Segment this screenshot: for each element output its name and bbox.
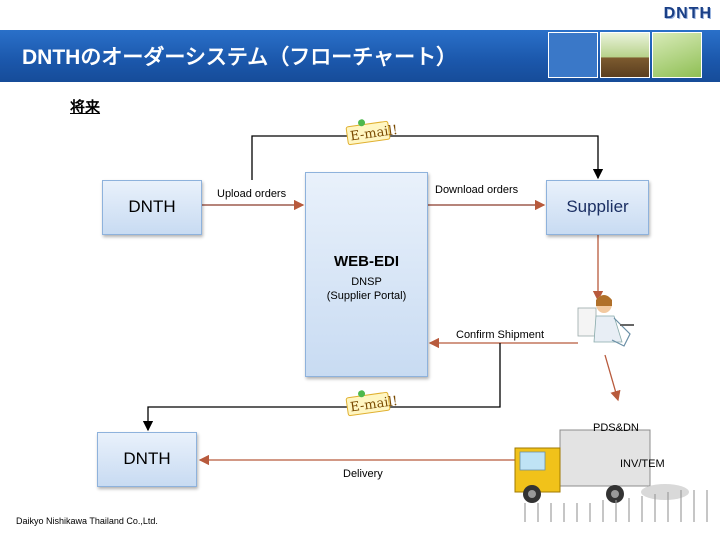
section-label: 将来 [70, 99, 101, 116]
webedi-node: WEB-EDI DNSP (Supplier Portal) [305, 172, 428, 377]
email-notify-arrow-bottom [142, 343, 501, 432]
invtem-label: INV/TEM [620, 458, 665, 470]
dnth-node-top: DNTH [102, 180, 202, 235]
header-image-blue [548, 32, 598, 78]
webedi-subtitle-line2: (Supplier Portal) [326, 290, 407, 302]
header-image-sprout [600, 32, 650, 78]
email-badge-text: E-mail! [349, 394, 398, 415]
dnth-node-label: DNTH [123, 449, 171, 468]
download-orders-label: Download orders [435, 184, 519, 196]
email-badge-text: E-mail! [349, 123, 398, 144]
webedi-title: WEB-EDI [334, 253, 399, 270]
supplier-node-label: Supplier [566, 197, 629, 216]
dnth-node-bottom: DNTH [97, 432, 197, 487]
supplier-node: Supplier [546, 180, 649, 235]
slide-title: DNTHのオーダーシステム（フローチャート） [22, 46, 458, 69]
email-notify-arrow-top [251, 135, 604, 180]
brand-logo: DNTH [663, 5, 712, 22]
delivery-truck-icon [514, 429, 689, 503]
person-at-computer-icon [577, 295, 634, 347]
dnth-node-label: DNTH [128, 197, 176, 216]
email-badge-icon: E-mail! [345, 119, 399, 146]
confirm-shipment-label: Confirm Shipment [456, 329, 545, 341]
footer-company-name: Daikyo Nishikawa Thailand Co.,Ltd. [16, 516, 158, 526]
header-image-leaves [652, 32, 702, 78]
email-badge-icon: E-mail! [345, 390, 399, 417]
webedi-subtitle-line1: DNSP [351, 276, 382, 288]
pdsdn-label: PDS&DN [593, 422, 639, 434]
person-to-truck-arrow [604, 354, 621, 402]
upload-orders-label: Upload orders [217, 188, 287, 200]
delivery-label: Delivery [343, 468, 383, 480]
decorative-plant-pattern [524, 490, 708, 522]
